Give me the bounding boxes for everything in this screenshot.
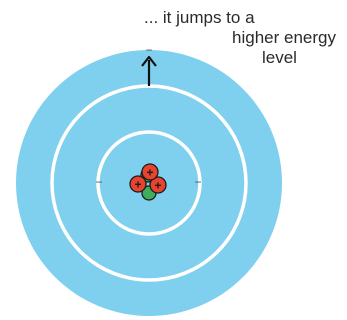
caption-line-3: level <box>262 48 340 68</box>
electron-left: − <box>95 175 102 189</box>
outer-shell <box>16 50 282 316</box>
proton-sign: + <box>134 178 141 192</box>
caption: ... it jumps to a higher energy level <box>128 8 340 68</box>
proton-sign: + <box>146 166 153 180</box>
electron-right: − <box>194 175 201 189</box>
caption-line-1: ... it jumps to a <box>144 8 340 28</box>
proton-sign: + <box>154 179 161 193</box>
caption-line-2: higher energy <box>128 28 340 48</box>
